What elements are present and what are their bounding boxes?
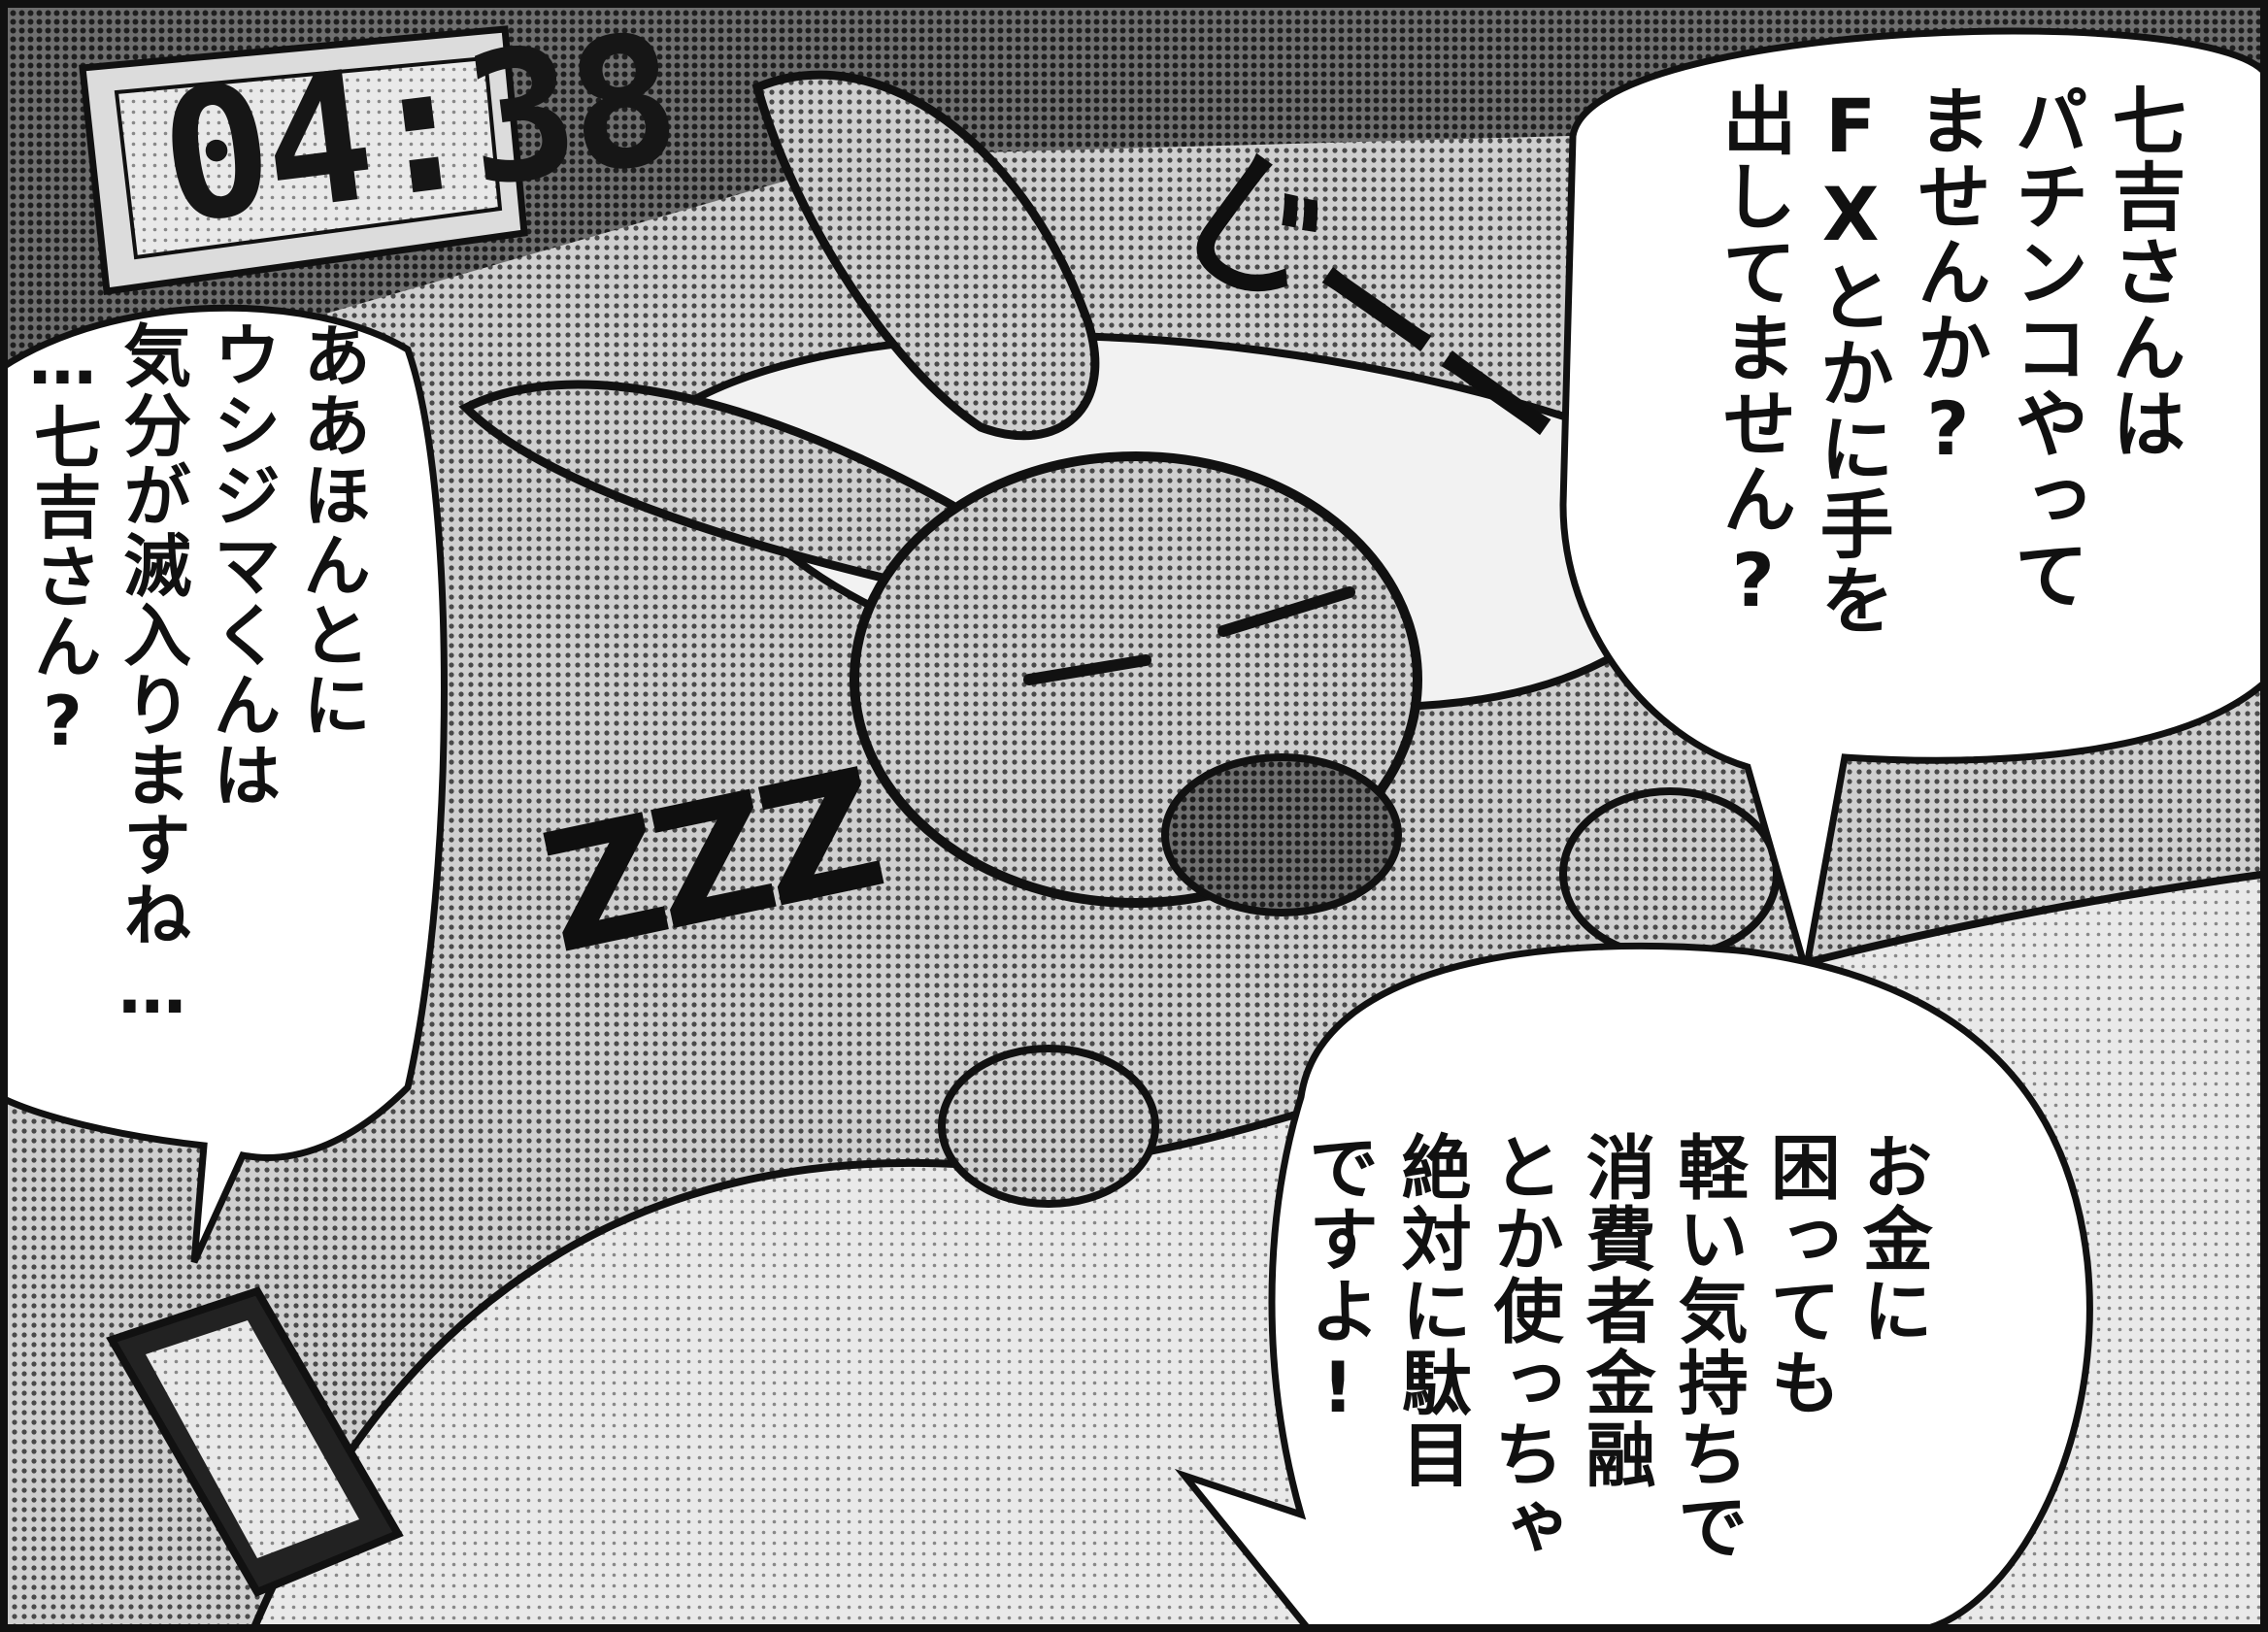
dialogue-top-right: 七吉さんは パチンコやって ませんか? FXとかに手を 出してません? xyxy=(1710,83,2186,638)
hand xyxy=(1559,787,1781,960)
clock-display xyxy=(114,55,503,260)
dialogue-left: ああほんとに ウシジマくんは 気分が滅入りますね… …七吉さん? xyxy=(22,320,372,1031)
dialogue-bottom-right: お金に 困っても 軽い気持ちで 消費者金融 とか使っちゃ 絶対に駄目 ですよ! xyxy=(1297,1131,1933,1562)
left-ear xyxy=(751,70,1100,441)
speech-bubble-top-right xyxy=(1559,27,2268,972)
closed-eye-left xyxy=(1023,654,1151,685)
paw xyxy=(938,1045,1159,1208)
speech-bubble-bottom-right xyxy=(1174,942,2093,1632)
snout xyxy=(1161,753,1402,916)
closed-eye-right xyxy=(1217,586,1355,637)
speech-bubble-left xyxy=(0,304,448,1264)
smartphone-screen xyxy=(146,1320,359,1558)
